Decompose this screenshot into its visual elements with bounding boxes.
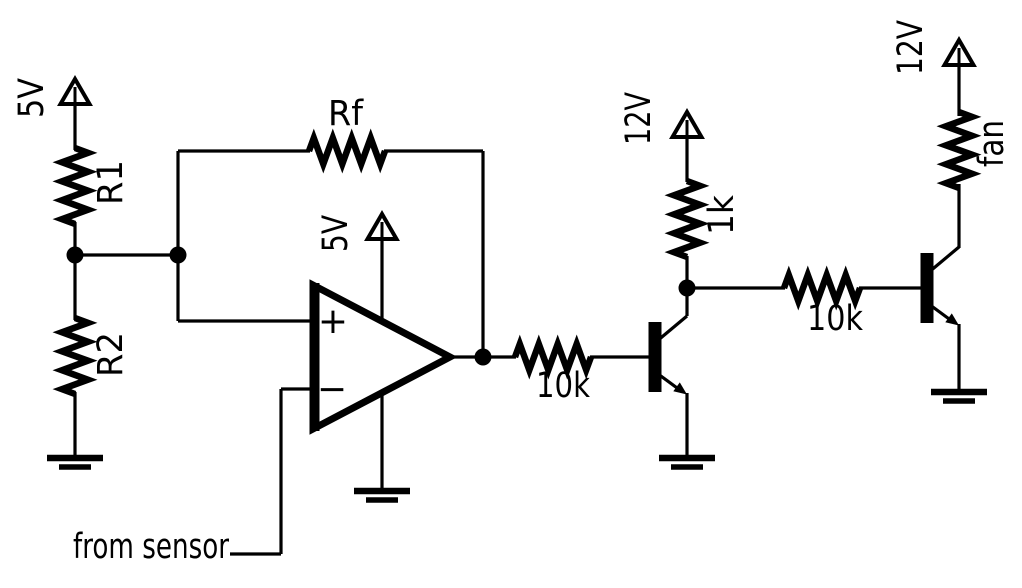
labels: 5V R1 R2 Rf 5V 10k 1k 12V 10k fan 12V fr…	[12, 20, 1012, 567]
junction-dot-opamp-output	[474, 348, 492, 366]
ground-icon-q2	[931, 392, 987, 401]
label-10k-q2-base: 10k	[807, 299, 864, 339]
npn-transistor-q2	[918, 245, 961, 328]
label-fan: fan	[972, 120, 1012, 167]
junction-dot-divider	[66, 246, 84, 264]
ground-icon-q1	[659, 458, 715, 467]
label-supply-5v-opamp: 5V	[316, 215, 356, 252]
label-from-sensor: from sensor	[73, 527, 229, 567]
opamp-inverting-symbol: −	[317, 369, 347, 410]
opamp: + −	[309, 279, 458, 435]
label-supply-12v-mid: 12V	[619, 92, 659, 145]
label-10k-q1-base: 10k	[536, 366, 591, 406]
ground-icon-r2	[47, 458, 103, 467]
label-r1: R1	[91, 160, 131, 205]
label-supply-5v-left: 5V	[12, 78, 52, 118]
opamp-noninverting-symbol: +	[318, 301, 348, 342]
supply-arrow-icon-5v-opamp	[365, 212, 399, 241]
resistor-1k-pullup	[674, 181, 700, 257]
supply-arrow-icon-5v-left	[58, 77, 92, 106]
power-symbols	[58, 38, 976, 241]
label-r2: R2	[91, 332, 131, 377]
junction-dot-q1-collector	[678, 279, 696, 297]
resistors	[62, 112, 972, 394]
resistor-fan-load	[946, 112, 972, 188]
resistor-rf	[309, 138, 385, 164]
resistor-r1	[62, 148, 88, 224]
transistors	[646, 245, 961, 397]
ground-icon-opamp	[354, 491, 410, 500]
npn-transistor-q1	[646, 314, 689, 397]
ground-symbols	[47, 392, 987, 500]
supply-arrow-icon-12v-right	[942, 38, 976, 67]
resistor-r2	[62, 318, 88, 394]
junctions	[66, 246, 696, 366]
label-1k: 1k	[702, 194, 742, 235]
label-supply-12v-right: 12V	[891, 20, 931, 75]
junction-dot-reference	[169, 246, 187, 264]
resistor-10k-q2-base	[784, 275, 860, 301]
label-rf: Rf	[328, 94, 364, 134]
wires	[73, 66, 961, 556]
supply-arrow-icon-12v-mid	[670, 110, 704, 139]
